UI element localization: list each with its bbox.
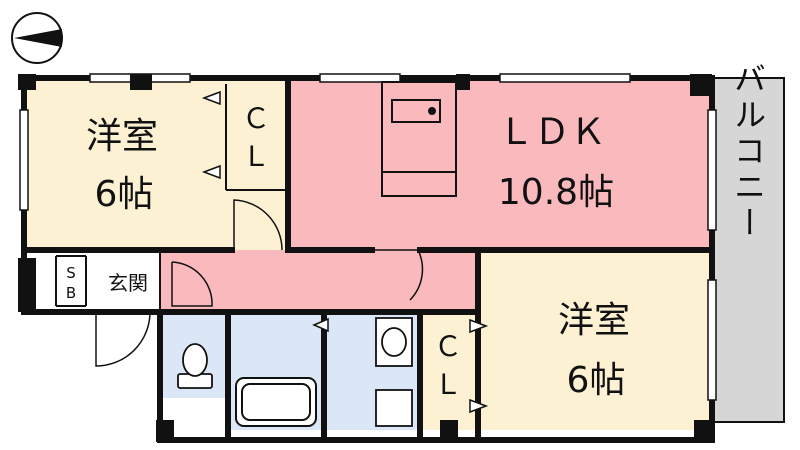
balcony-label: バルコニー xyxy=(729,62,767,242)
west-bedroom-name: 洋室 xyxy=(86,116,158,157)
pillars xyxy=(18,74,714,442)
doors xyxy=(95,199,424,367)
closet-north-line1: Ｃ xyxy=(242,102,270,135)
toilet-fixture xyxy=(177,343,213,389)
shoe-box-line2: B xyxy=(66,284,76,302)
closet-north-line2: Ｌ xyxy=(242,140,270,173)
shoe-box-line1: S xyxy=(66,264,76,282)
bathtub-fixture xyxy=(235,377,317,427)
west-bedroom-size: 6帖 xyxy=(95,174,154,215)
east-bedroom xyxy=(478,250,712,430)
closet-north xyxy=(226,84,286,190)
east-bedroom-name: 洋室 xyxy=(558,300,630,341)
ldk-size: 10.8帖 xyxy=(498,172,614,213)
closet-south-line1: Ｃ xyxy=(434,330,462,363)
entrance-label: 玄関 xyxy=(108,271,148,295)
kitchen-counter xyxy=(381,81,457,197)
thin-lines xyxy=(55,84,286,312)
east-bedroom-size: 6帖 xyxy=(567,360,626,401)
north-arrow-icon xyxy=(11,12,63,64)
ldk-room xyxy=(288,78,712,250)
washbasin-fixture xyxy=(375,317,413,427)
hallway xyxy=(160,250,478,310)
closet-south-line2: Ｌ xyxy=(434,368,462,401)
closet-south xyxy=(420,312,476,430)
sliding-door-markers xyxy=(201,90,489,414)
ldk-name: ＬＤＫ xyxy=(498,112,606,153)
balcony xyxy=(711,77,785,423)
entrance-area xyxy=(24,250,160,310)
